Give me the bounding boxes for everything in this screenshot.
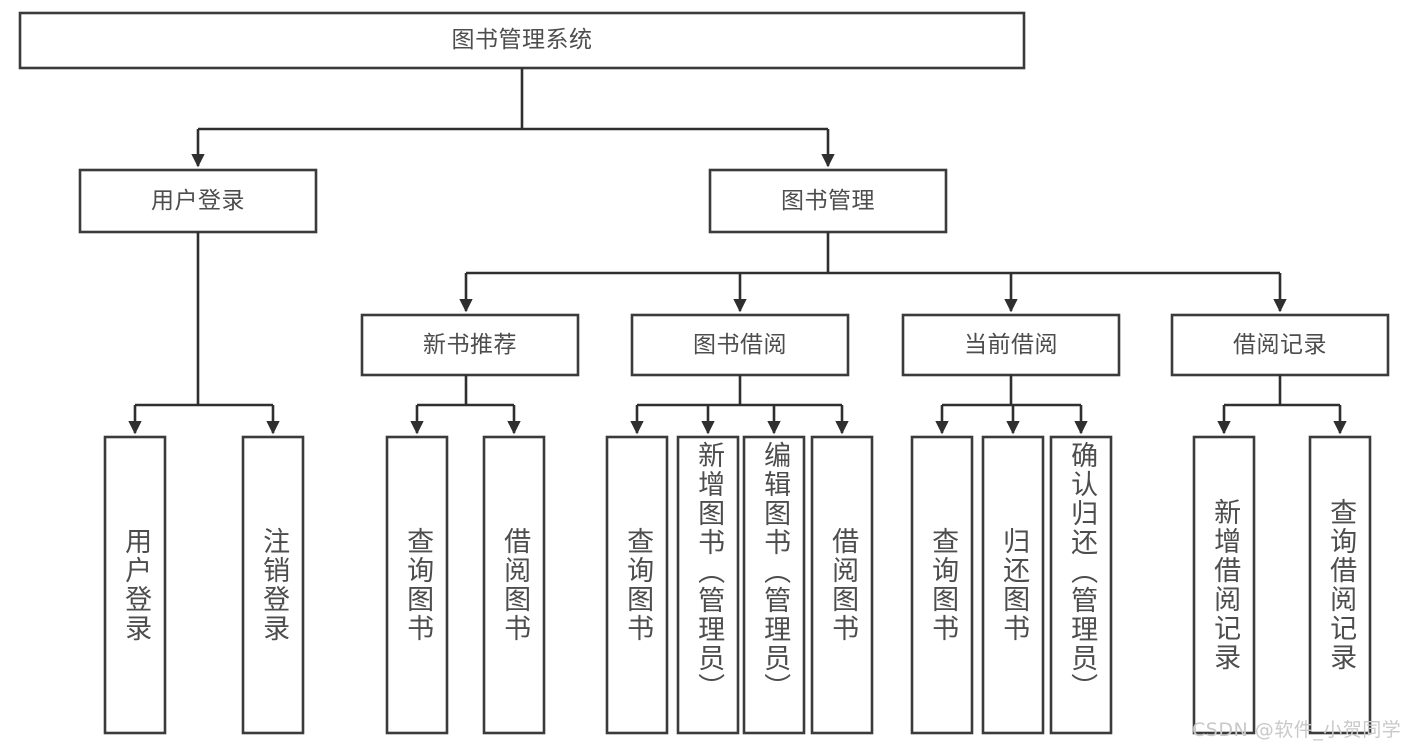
node-box-leaf-user-login[interactable] — [103, 435, 167, 735]
node-box-leaf-cur-return-book[interactable] — [981, 435, 1045, 735]
node-box-new-book-rec[interactable] — [360, 313, 580, 377]
node-box-leaf-borrow-add-book[interactable] — [676, 435, 740, 735]
node-box-current-borrow[interactable] — [901, 313, 1121, 377]
node-box-leaf-cur-query-book[interactable] — [910, 435, 974, 735]
node-box-leaf-user-logout[interactable] — [241, 435, 305, 735]
node-box-leaf-cur-confirm-return[interactable] — [1049, 435, 1113, 735]
node-box-leaf-rec-borrow-book[interactable] — [482, 435, 546, 735]
node-box-leaf-borrow-edit-book[interactable] — [742, 435, 806, 735]
node-box-leaf-borrow-borrow-book[interactable] — [810, 435, 874, 735]
node-box-root[interactable] — [18, 11, 1026, 70]
node-box-book-manage[interactable] — [708, 168, 948, 234]
node-box-user-login[interactable] — [78, 168, 318, 234]
watermark-text: CSDN @软件_小贺同学 — [1192, 719, 1402, 741]
node-box-leaf-rec-query-book[interactable] — [385, 435, 449, 735]
node-box-borrow-record[interactable] — [1170, 313, 1390, 377]
node-box-leaf-borrow-query-book[interactable] — [605, 435, 669, 735]
node-box-book-borrow[interactable] — [630, 313, 850, 377]
node-box-leaf-rec-query-record[interactable] — [1308, 435, 1372, 735]
node-box-leaf-rec-add-record[interactable] — [1192, 435, 1256, 735]
